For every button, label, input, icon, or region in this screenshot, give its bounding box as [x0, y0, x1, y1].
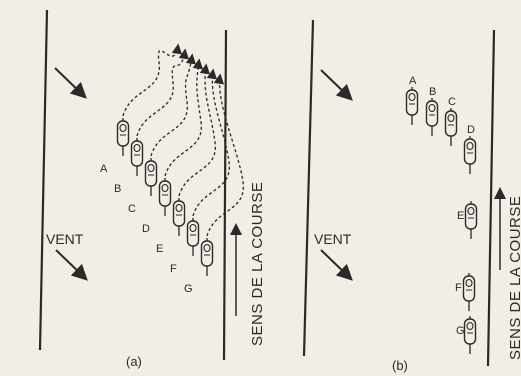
course-direction-label: SENS DE LA COURSE [507, 196, 521, 360]
rider: F [455, 273, 476, 311]
rider-label: A [100, 163, 108, 175]
wind-arrow-bottom [320, 249, 353, 281]
rider-label: F [455, 282, 462, 294]
rider: C [444, 96, 458, 146]
road-edge-right [486, 29, 496, 367]
panel-a-caption: (a) [126, 354, 142, 369]
rider-trail [206, 73, 244, 237]
rider-label: C [128, 203, 136, 215]
wind-arrow-bottom [55, 249, 88, 281]
rider: F [170, 218, 200, 275]
panel-b: VENT SENS DE LA COURSE ABC D E F G (b) [302, 19, 521, 373]
rider: B [425, 86, 439, 136]
course-direction-label: SENS DE LA COURSE [249, 182, 266, 346]
wind-arrow-top [320, 69, 353, 101]
riders-line: ABC D E F G [405, 75, 478, 354]
wind-arrow-top [54, 67, 87, 99]
rider-trail [164, 58, 204, 177]
rider-label: D [467, 124, 475, 136]
road-edge-left [38, 9, 49, 351]
rider-trails [122, 43, 244, 237]
rider-label: B [114, 183, 121, 195]
rider-label: E [457, 210, 464, 222]
rider-label: E [156, 243, 163, 255]
rider-trail [122, 43, 183, 117]
road-edge-right [222, 29, 228, 361]
rider-label: F [170, 263, 177, 275]
wind-label: VENT [46, 231, 84, 247]
rider-trail [150, 53, 197, 157]
rider-label: G [184, 283, 193, 295]
rider: E [156, 198, 186, 255]
rider-label: G [456, 325, 465, 337]
rider: C [128, 158, 158, 215]
rider: A [100, 118, 130, 175]
rider: G [456, 316, 477, 354]
rider: D [463, 124, 477, 174]
rider-label: D [142, 223, 150, 235]
rider-trail [178, 63, 216, 197]
rider: E [457, 201, 478, 239]
wind-label: VENT [314, 231, 352, 247]
rider-label: B [429, 86, 436, 98]
rider-label: A [409, 75, 417, 87]
road-edge-left [302, 19, 315, 357]
panel-b-caption: (b) [392, 358, 408, 373]
rider-trail [192, 68, 230, 217]
rider: D [142, 178, 172, 235]
rider-label: C [448, 96, 456, 108]
rider: G [184, 238, 214, 295]
rider-trail [136, 48, 190, 137]
rider: A [405, 75, 419, 125]
rider: B [114, 138, 144, 195]
